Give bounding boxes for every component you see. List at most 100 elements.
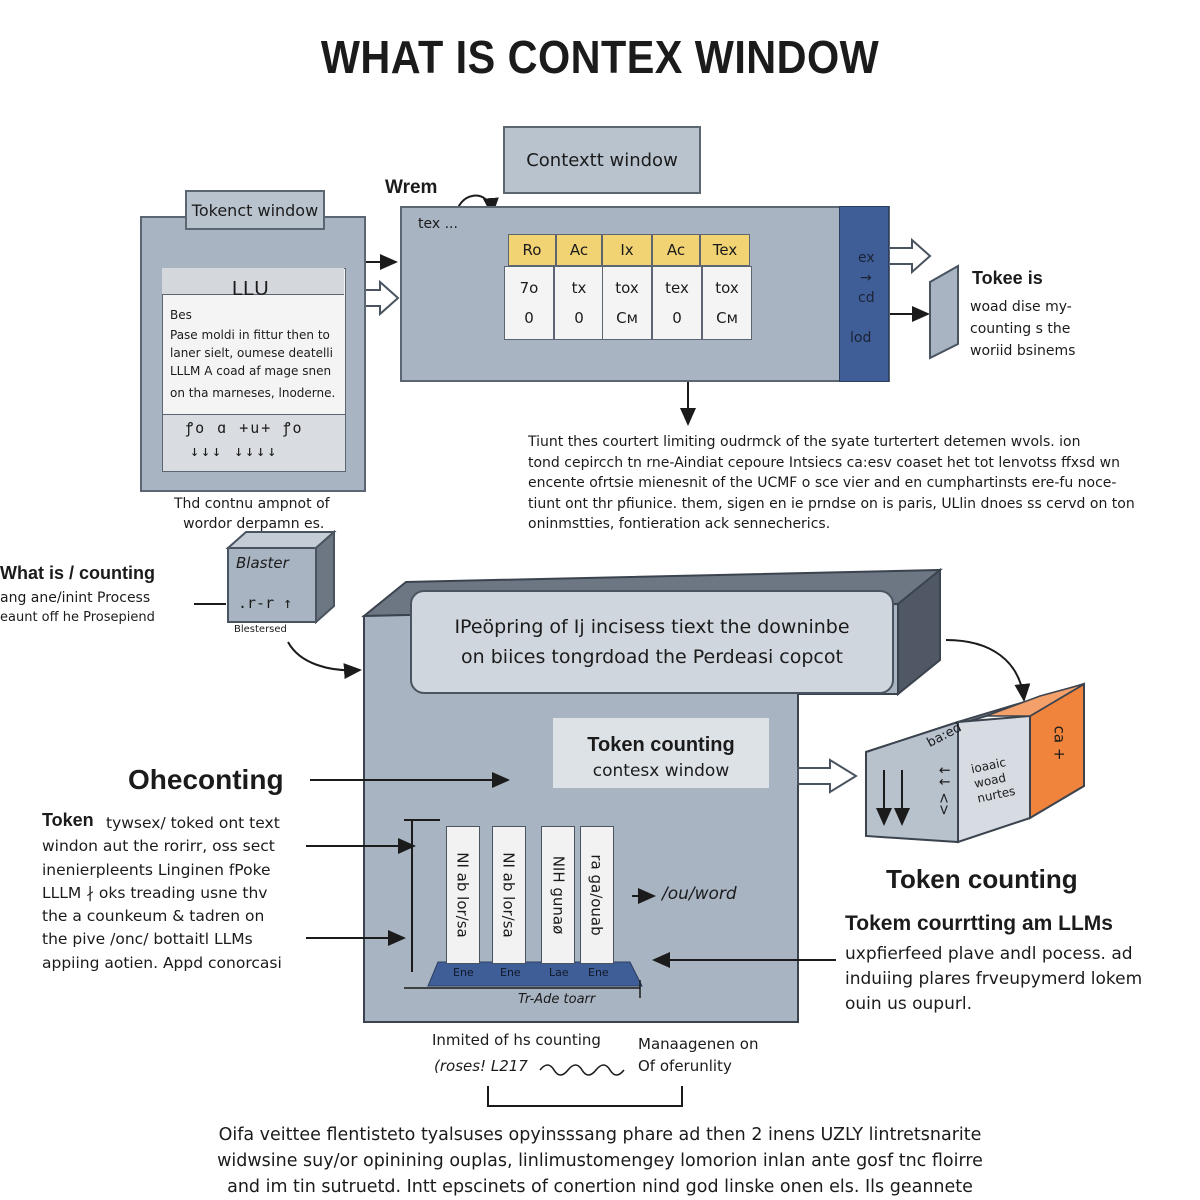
oheconting-line: the pive /onc/ bottaitl LLMs [42,930,253,949]
token-window-footer [162,414,346,472]
token-bar-label: ra ga/ouab [588,854,607,936]
cube-orange-label: ca + [1050,725,1069,761]
caption-line: Thd contnu ampnot of [174,496,330,512]
token-window-line: LLLM A coad af mage snen [170,364,332,378]
blaster-caption: Blestersed [234,624,287,635]
cube-front-label: ba:ed [924,720,965,751]
hollow-arrow-cube [797,758,858,794]
token-counting-title: Token counting [587,734,735,756]
banner-line: on biices tongrdoad the Perdeasi copcot [461,646,843,668]
grid-header: Tex [700,234,750,266]
oheconting-line: appiing aotien. Appd conorcasi [42,953,282,972]
footer-paragraph: Oifa veittee flentisteto tyalsuses opyin… [0,1122,1200,1200]
token-window-symbols: ꝭo ɑ +u+ ꝭo [186,419,304,437]
blaster-symbols: .r-r ↑ [238,594,293,612]
token-window-arrows: ↓↓↓ ↓↓↓↓ [190,442,279,460]
right-text-line: ouin us oupurl. [845,994,972,1014]
what-is-line: ang ane/inint Process [0,590,151,606]
oheconting-lead: Token [42,810,94,830]
token-window-line: Pase moldi in fittur then to [170,328,330,342]
right-text-line: induiing plares frveupymerd lokem [845,969,1143,989]
axis-label: Tr-Ade toarr [518,992,596,1007]
context-window-blue-bar [839,206,889,382]
description-line: Tiunt thes courtert limiting oudrmck of … [528,434,1081,450]
tokee-text: woad dise my- counting s the woriid bsin… [970,296,1075,362]
description-line: oninmstties, fontieration ack sennecheri… [528,516,831,532]
inmited-label: Inmited of hs counting [432,1031,601,1049]
oheconting-line: windon aut the rorirr, oss sect [42,837,275,856]
token-counting-subtitle: contesx window [592,761,730,781]
grid-header: Ac [652,234,700,266]
token-counting-right-text: uxpfierfeed plave andl pocess. ad induii… [845,942,1142,1017]
footer-line: widwsine suy/or opinining ouplas, linlim… [217,1151,983,1171]
bottom-bracket [487,1086,683,1107]
manaagenen-label: Manaagenen on [638,1035,759,1053]
grid-header: Ac [556,234,602,266]
token-bar [580,826,614,964]
footer-line: and im tin sutruetd. Intt epscinets of c… [227,1177,973,1197]
oheconting-line: inenierpleents Linginen fPoke [42,860,271,879]
description-paragraph: Tiunt thes courtert limiting oudrmck of … [528,432,1135,535]
token-counting-box: Token counting contesx window [553,718,769,788]
tokee-title: Tokee is [972,268,1043,288]
oheconting-line: tywsex/ toked ont text [106,814,280,832]
footer-line: Oifa veittee flentisteto tyalsuses opyin… [218,1125,982,1145]
description-line: tiunt ont thr pfiunice. them, sigen en i… [528,495,1135,512]
blue-bar-arrow: → [860,270,872,286]
oheconting-title: Oheconting [128,764,284,795]
blaster-arrow [287,641,362,680]
oheconting-text: tywsex/ toked ont text windon aut the ro… [42,812,282,975]
token-window-line: Bes [170,308,192,322]
banner-line: IPeöpring of Ij incisess tiext the downi… [454,616,850,638]
page-title: WHAT IS CONTEX WINDOW [320,31,880,83]
context-window-label: Contextt window [503,126,701,194]
token-window-caption: Thd contnu ampnot of wordor derpamn es. [174,494,330,534]
token-counting-right-title: Token counting [886,864,1078,894]
squiggle [539,1064,625,1076]
token-bar [492,826,526,964]
grid-header: Ro [508,234,556,266]
description-line: encente ofrtsie mienesnit of the UCMF o … [528,475,1117,491]
bar-foot-label: Ene [500,966,521,979]
blue-bar-text: ex [858,250,875,266]
oheconting-line: the a counkeum & tadren on [42,907,265,926]
manaagenen-sub: Of oferunlity [638,1057,732,1075]
cube-front-symbols: ↓↓ <> [935,764,952,816]
oheconting-line: LLLM ∤ oks treading usne thv [42,883,268,902]
token-counting-right-subtitle: Tokem courrtting am LLMs [845,912,1113,935]
blaster-label: Blaster [236,554,289,572]
token-window-line: on tha marneses, lnoderne. [170,386,336,400]
token-window-label: Tokenct window [185,190,325,230]
tokee-line: woriid bsinems [970,343,1076,359]
right-text-line: uxpfierfeed plave andl pocess. ad [845,944,1133,964]
wrem-label: Wrem [385,177,438,198]
token-bar-label: NI ab lor/sa [500,852,518,938]
bar-foot-label: Ene [453,966,474,979]
token-bar-label: NI ab lor/sa [454,852,472,938]
hollow-arrow-right [887,237,932,275]
inmited-sub: (roses! L217 [434,1057,528,1075]
cube-side-text: ioaaic woad nurtes [970,754,1017,806]
token-window-line: laner sielt, oumese deatelli [170,346,333,360]
bar-foot-label: Lae [549,966,569,979]
token-bar [446,826,480,964]
token-bar [541,826,575,964]
what-is-text: ang ane/inint Process eaunt off he Prose… [0,588,155,628]
token-bar-label: NIH gunaø [549,855,568,935]
tokee-trapezoid [929,264,959,360]
what-is-line: eaunt off he Prosepiend [0,610,155,625]
blue-bar-text: lod [850,330,872,346]
token-window-header [162,268,344,295]
bar-foot-label: Ene [588,966,609,979]
token-window-header-text: LLU [232,278,269,300]
what-is-title: What is / counting [0,563,155,583]
description-line: tond cepircch tn rne-Aindiat cepoure Int… [528,454,1120,471]
banner-box: IPeöpring of Ij incisess tiext the downi… [410,590,894,694]
tokee-line: woad dise my- [970,299,1072,315]
grid-header: Ix [602,234,652,266]
